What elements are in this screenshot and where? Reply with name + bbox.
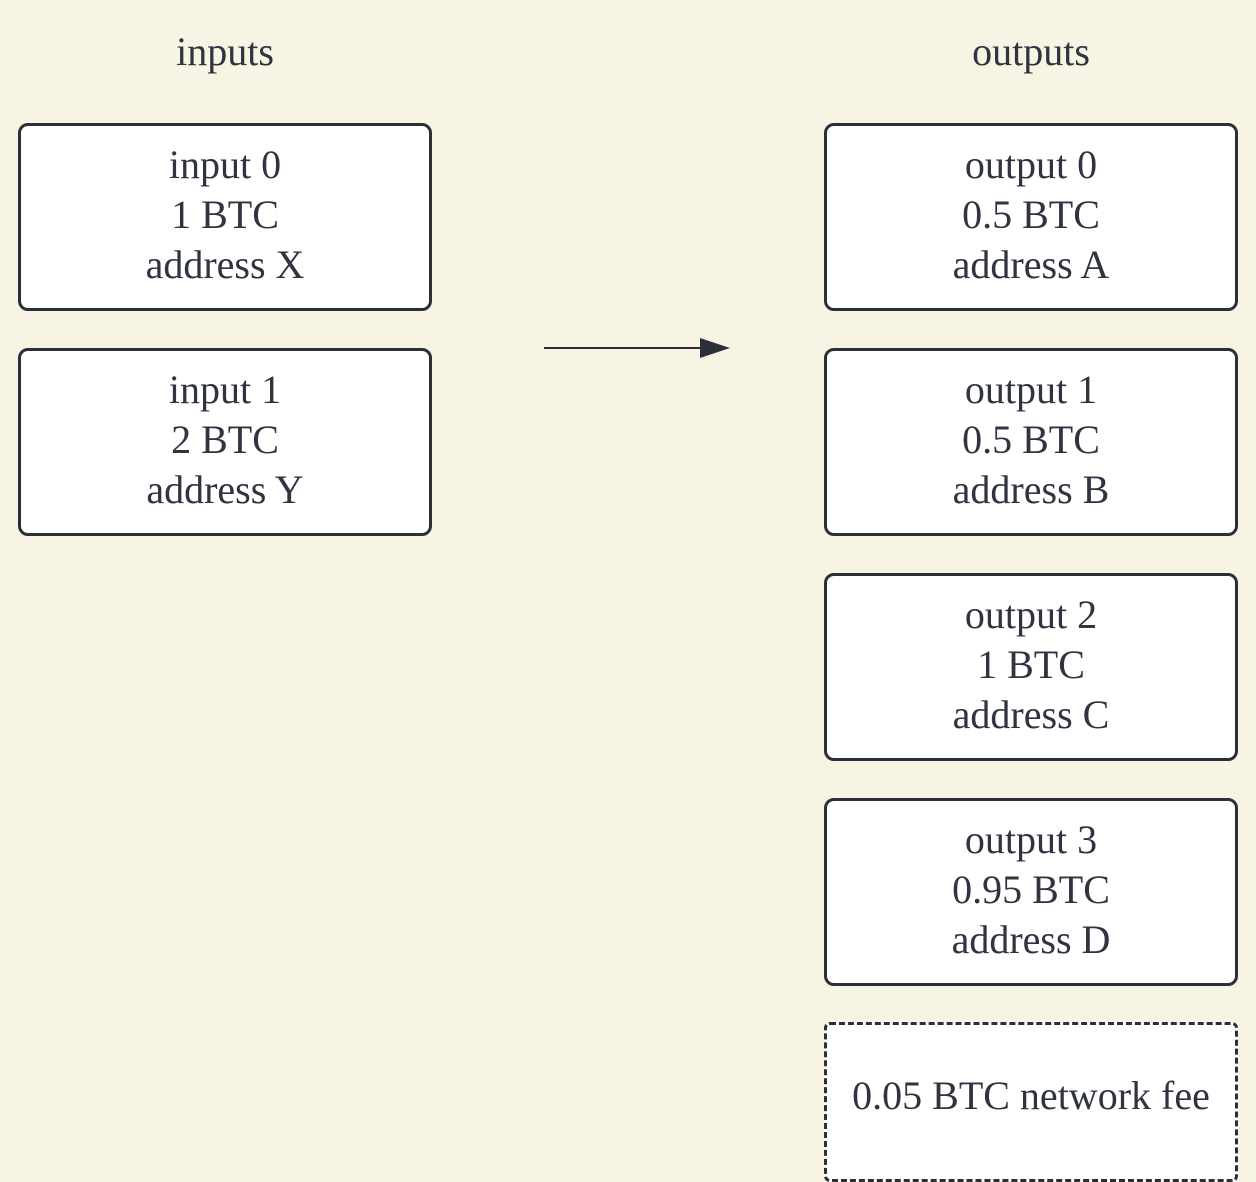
input-amount: 2 BTC [171, 417, 279, 462]
output-box-1: output 1 0.5 BTC address B [824, 348, 1238, 536]
input-name: input 1 [168, 367, 282, 412]
input-address: address Y [146, 467, 304, 512]
output-amount: 1 BTC [977, 642, 1085, 687]
input-name: input 0 [168, 142, 282, 187]
output-address: address C [952, 692, 1110, 737]
output-box-3: output 3 0.95 BTC address D [824, 798, 1238, 986]
output-name: output 0 [964, 142, 1098, 187]
output-name: output 3 [964, 817, 1098, 862]
output-address: address D [951, 917, 1111, 962]
input-address: address X [145, 242, 305, 287]
inputs-heading: inputs [176, 29, 274, 74]
input-box-1: input 1 2 BTC address Y [18, 348, 432, 536]
output-amount: 0.5 BTC [962, 192, 1100, 237]
network-fee-box: 0.05 BTC network fee [824, 1022, 1238, 1182]
input-box-0: input 0 1 BTC address X [18, 123, 432, 311]
network-fee-label: 0.05 BTC network fee [852, 1073, 1210, 1118]
output-name: output 1 [964, 367, 1098, 412]
output-box-2: output 2 1 BTC address C [824, 573, 1238, 761]
output-address: address B [952, 467, 1110, 512]
output-box-0: output 0 0.5 BTC address A [824, 123, 1238, 311]
output-address: address A [952, 242, 1110, 287]
input-amount: 1 BTC [171, 192, 279, 237]
output-amount: 0.5 BTC [962, 417, 1100, 462]
flow-arrow [544, 338, 730, 358]
outputs-heading: outputs [972, 29, 1090, 74]
arrow-head [700, 338, 730, 358]
output-amount: 0.95 BTC [952, 867, 1110, 912]
output-name: output 2 [964, 592, 1098, 637]
